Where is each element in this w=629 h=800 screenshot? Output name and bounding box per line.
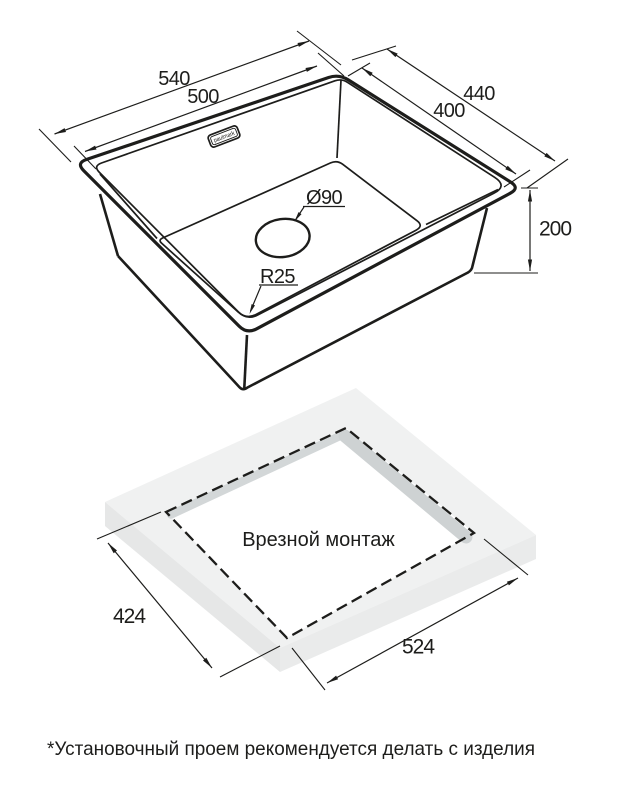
svg-text:524: 524: [402, 636, 435, 659]
svg-text:400: 400: [433, 100, 465, 122]
svg-text:500: 500: [187, 86, 219, 108]
svg-text:440: 440: [463, 83, 495, 105]
svg-text:424: 424: [113, 605, 146, 628]
svg-text:Ø90: Ø90: [306, 187, 342, 209]
svg-text:200: 200: [539, 218, 571, 241]
svg-text:R25: R25: [260, 266, 295, 288]
svg-text:540: 540: [158, 68, 190, 90]
svg-text:Врезной монтаж: Врезной монтаж: [242, 529, 395, 551]
svg-text:*Установочный проем рекомендуе: *Установочный проем рекомендуется делать…: [47, 738, 535, 760]
